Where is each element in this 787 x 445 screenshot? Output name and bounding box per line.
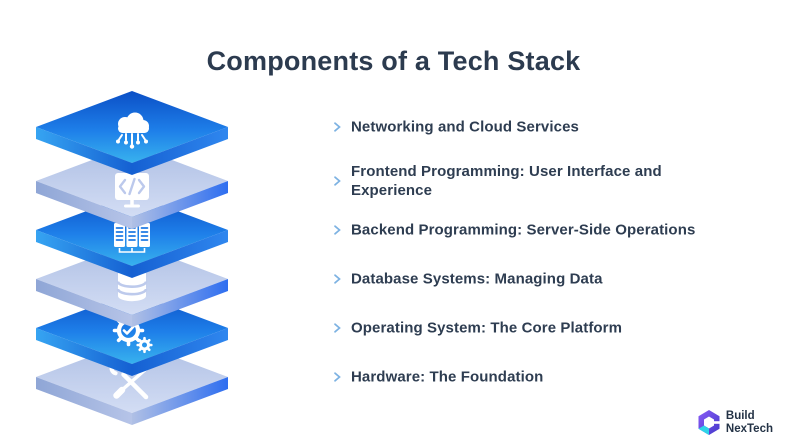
code-monitor-icon (115, 173, 149, 208)
page-title: Components of a Tech Stack (206, 46, 581, 77)
database-icon (116, 268, 148, 302)
stack-layer-database (36, 243, 228, 327)
layer-label-networking: Networking and Cloud Services (351, 118, 579, 136)
cloud-network-icon (116, 112, 149, 149)
layer-label-database: Database Systems: Managing Data (351, 270, 603, 288)
brand-logo-text: Build NexTech (726, 410, 773, 436)
stack-layer-networking (36, 91, 228, 175)
stack-layer-os (36, 292, 228, 376)
layer-label-backend: Backend Programming: Server-Side Operati… (351, 221, 696, 239)
brand-name-line1: Build (725, 410, 755, 422)
connector-os (228, 323, 341, 333)
layer-label-hardware: Hardware: The Foundation (351, 368, 544, 386)
build-nextech-logo-icon (698, 410, 721, 435)
connector-hardware (228, 372, 341, 382)
layer-label-os: Operating System: The Core Platform (351, 319, 623, 337)
brand-name-line2: NexTech (725, 423, 773, 435)
connector-arrow-icon (334, 176, 341, 186)
connector-database (228, 274, 341, 284)
connector-networking (228, 122, 341, 132)
layer-label-frontend: Frontend Programming: User Interface and… (351, 163, 662, 199)
connector-arrow-icon (334, 372, 341, 382)
stack-layer-frontend (36, 145, 228, 229)
connector-arrow-icon (334, 274, 341, 284)
connector-backend (228, 225, 341, 235)
connector-arrow-icon (334, 225, 341, 235)
connector-arrow-icon (334, 323, 341, 333)
connector-frontend (228, 176, 341, 186)
brand-logo: Build NexTech (697, 409, 773, 437)
stack-layer-backend (36, 194, 228, 278)
connector-arrow-icon (334, 122, 341, 132)
stack-layer-hardware (36, 341, 228, 425)
